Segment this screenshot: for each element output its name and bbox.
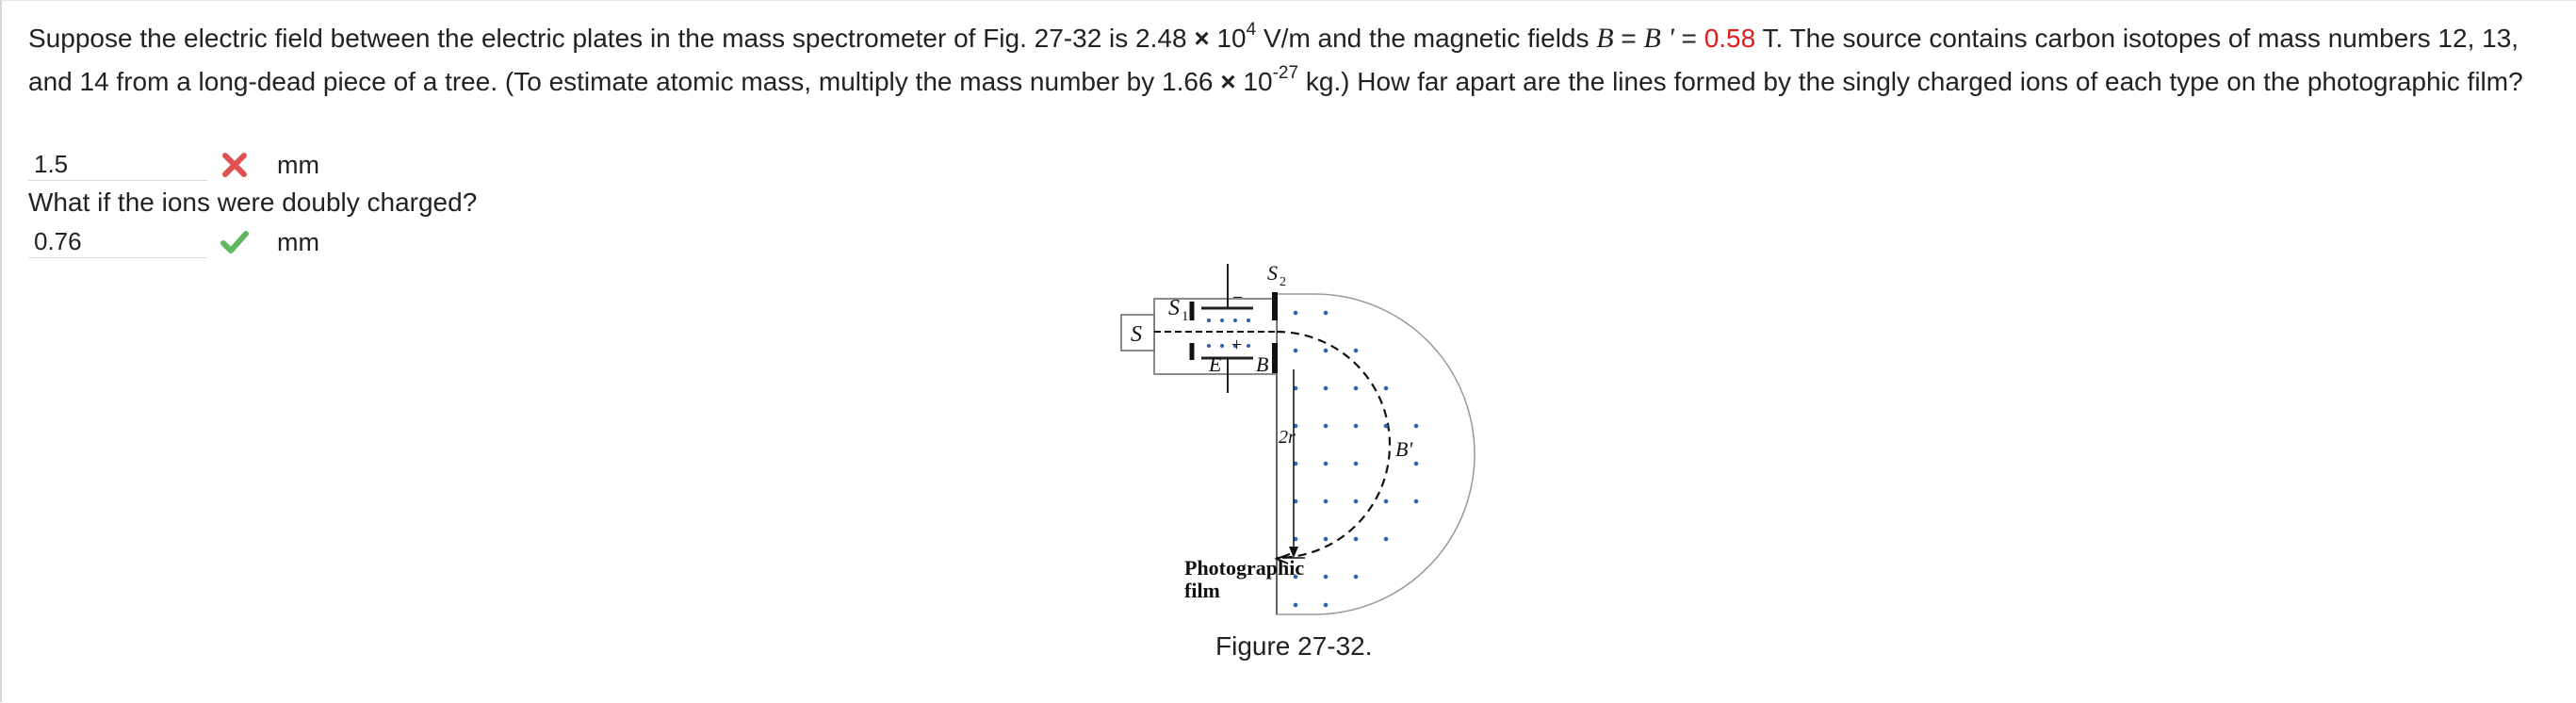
label-s1-sub: 1 [1182, 309, 1189, 324]
label-s2: S [1267, 261, 1278, 285]
answer-row-1: mm [28, 147, 319, 183]
answer-input-1[interactable] [28, 149, 207, 181]
ion-trajectory [1276, 330, 1392, 560]
answer-row-2: mm [28, 224, 319, 260]
label-e-field: E [1208, 352, 1222, 376]
label-b-prime: B′ [1395, 437, 1413, 461]
equals: = [1613, 24, 1644, 53]
question-text: Suppose the electric field between the e… [28, 17, 2553, 104]
incorrect-icon [219, 149, 251, 181]
exponent: 4 [1246, 19, 1257, 40]
variable-b-prime: B ' [1643, 23, 1674, 54]
question-part-3: T. The source contains carbon isotopes o… [28, 24, 2519, 96]
question-part-2: V/m and the magnetic fields [1256, 24, 1597, 53]
label-plus: + [1231, 335, 1242, 355]
magnetic-field-value: 0.58 [1704, 24, 1756, 53]
question-part-1: Suppose the electric field between the e… [28, 24, 1195, 53]
magnetic-region [1276, 293, 1475, 615]
label-film-2: film [1184, 579, 1220, 602]
question-part-4: kg.) How far apart are the lines formed … [1298, 67, 2523, 96]
label-s2-sub: 2 [1280, 275, 1286, 289]
source-box [1120, 314, 1155, 352]
velocity-selector [1153, 298, 1278, 375]
label-2r: 2r [1279, 427, 1296, 448]
mass-spectrometer-figure: S S 1 S 2 − + E B B′ 2r Photographic fil… [1117, 256, 1493, 624]
selector-field-dots [1207, 319, 1250, 348]
correct-icon [219, 226, 251, 258]
answer-unit-1: mm [277, 150, 319, 179]
equals: = [1673, 24, 1704, 53]
variable-b: B [1596, 23, 1614, 54]
power-base: 10 [1235, 67, 1273, 96]
label-b-field: B [1256, 352, 1268, 376]
label-source: S [1131, 322, 1142, 347]
times-symbol: × [1220, 67, 1236, 96]
times-symbol: × [1194, 24, 1210, 53]
sub-question-text: What if the ions were doubly charged? [28, 188, 478, 217]
figure-caption: Figure 27-32. [1215, 631, 1373, 661]
power-base: 10 [1209, 24, 1247, 53]
label-s1: S [1168, 296, 1180, 320]
exponent: -27 [1272, 62, 1299, 83]
answer-input-2[interactable] [28, 226, 207, 258]
answer-unit-2: mm [277, 227, 319, 256]
label-film-1: Photographic [1184, 556, 1304, 580]
label-minus: − [1232, 287, 1243, 308]
field-dots [1293, 310, 1419, 608]
